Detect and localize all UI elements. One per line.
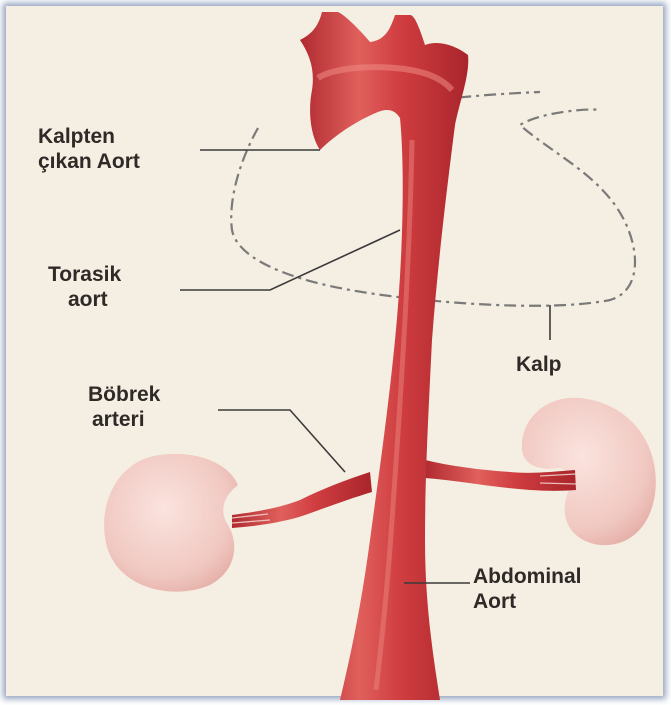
label-ascending-aorta-line2: çıkan Aort	[38, 149, 140, 174]
label-thoracic-aorta: Torasik aort	[48, 262, 121, 312]
leader-renal-artery	[218, 410, 345, 472]
label-thoracic-aorta-line1: Torasik	[48, 262, 121, 287]
label-renal-artery-line1: Böbrek	[88, 382, 160, 407]
label-ascending-aorta: Kalpten çıkan Aort	[38, 124, 140, 174]
label-renal-artery-line2: arteri	[88, 407, 160, 432]
left-renal-artery	[232, 472, 372, 528]
label-thoracic-aorta-line2: aort	[48, 287, 121, 312]
leader-thoracic-aorta	[180, 230, 400, 290]
label-heart: Kalp	[516, 352, 562, 377]
right-kidney	[522, 398, 656, 545]
label-abdominal-aorta-line2: Aort	[473, 589, 582, 614]
label-ascending-aorta-line1: Kalpten	[38, 124, 140, 149]
label-renal-artery: Böbrek arteri	[88, 382, 160, 432]
label-abdominal-aorta: Abdominal Aort	[473, 564, 582, 614]
label-abdominal-aorta-line1: Abdominal	[473, 564, 582, 589]
left-kidney	[104, 454, 238, 592]
